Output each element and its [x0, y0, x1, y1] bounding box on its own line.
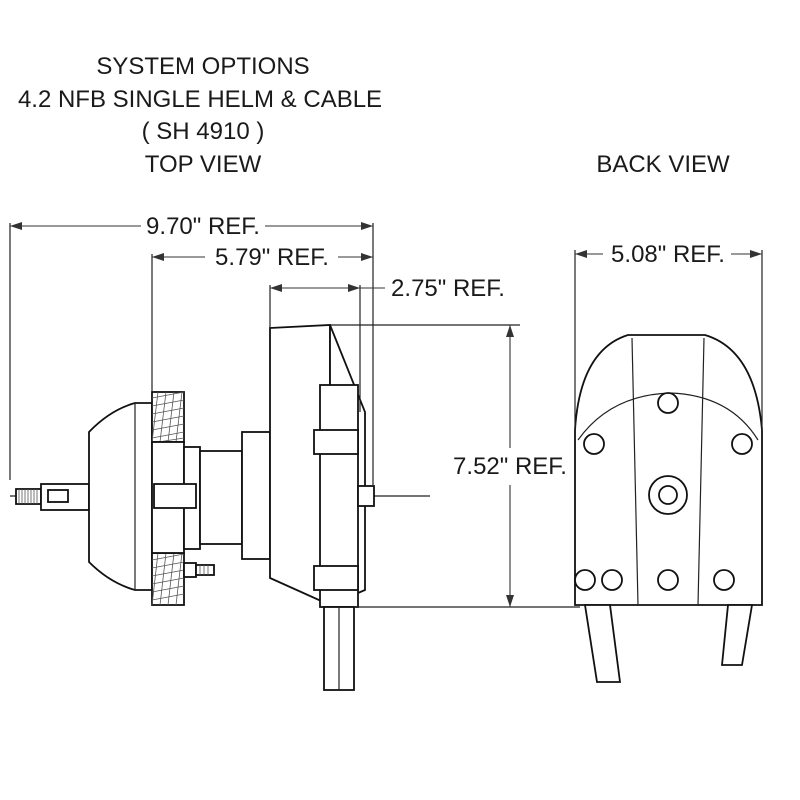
hydraulic-cable — [323, 606, 355, 691]
helm-housing — [269, 324, 375, 608]
helm-bezel — [88, 402, 153, 591]
threaded-shaft — [15, 483, 90, 511]
title-system-options: SYSTEM OPTIONS — [96, 53, 309, 80]
dim-overall-length — [10, 222, 373, 230]
label-overall-length: 9.70" REF. — [146, 213, 260, 240]
bolt-hole-bottom-3 — [657, 569, 679, 591]
title-model-name: 4.2 NFB SINGLE HELM & CABLE — [18, 86, 382, 113]
label-housing-length: 5.79" REF. — [215, 244, 329, 271]
top-view-label: TOP VIEW — [145, 151, 262, 178]
dim-housing-length — [152, 253, 373, 261]
back-view-drawing — [574, 250, 763, 683]
shaft-inner — [658, 485, 678, 505]
back-view-label: BACK VIEW — [596, 151, 730, 178]
bolt-hole-bottom-4 — [713, 569, 735, 591]
dim-helm-depth — [270, 284, 385, 292]
dim-height — [506, 325, 514, 607]
label-back-width: 5.08" REF. — [611, 241, 725, 268]
back-cable-left — [583, 604, 622, 683]
label-height: 7.52" REF. — [453, 453, 567, 480]
mount-bracket — [153, 446, 201, 550]
dim-back-width — [575, 250, 762, 258]
knurled-ring-lower — [151, 552, 185, 606]
bolt-hole-bottom-2 — [601, 569, 623, 591]
label-helm-depth: 2.75" REF. — [391, 275, 505, 302]
bleeder-fitting — [183, 562, 215, 578]
title-model-number: ( SH 4910 ) — [142, 118, 265, 145]
knurled-ring-upper — [151, 391, 185, 443]
back-cable-right — [721, 604, 754, 666]
top-view-drawing — [9, 223, 580, 691]
bolt-hole-right — [731, 433, 753, 455]
bolt-hole-top — [657, 392, 679, 414]
bolt-hole-left — [583, 433, 605, 455]
bolt-hole-bottom-1 — [574, 569, 596, 591]
